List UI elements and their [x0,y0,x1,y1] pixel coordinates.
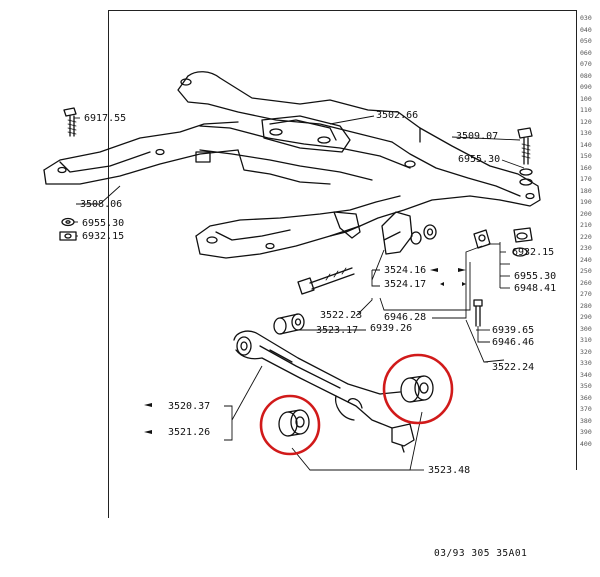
part-label-6955-30-a: 6955.30 [458,154,501,165]
bracket-center-drawing [381,211,437,255]
washers-left-drawing [59,217,77,241]
part-label-6946-46: 6946.46 [492,337,535,348]
bushing-small-drawing [273,313,305,335]
highlight-circle-right [382,353,454,425]
footer-reference: 03/93 305 35A01 [434,548,528,559]
ruler-number: 310 [580,336,592,344]
ruler-number: 400 [580,439,592,448]
part-label-3522-24: 3522.24 [492,362,535,373]
ruler-number: 220 [580,232,592,241]
part-label-6955-30-c: 6955.30 [514,271,557,282]
ruler-number: 330 [580,359,592,367]
arrow-markers [144,268,466,434]
part-label-3522-23: 3522.23 [320,310,363,321]
ruler-number: 390 [580,428,592,436]
ruler-number: 150 [580,152,592,160]
ruler-number: 360 [580,393,592,402]
part-label-3509-07: 3509.07 [456,131,499,142]
highlight-circle-left [259,394,321,456]
part-label-6917-55: 6917.55 [84,113,127,124]
ruler-number: 340 [580,370,592,379]
part-label-3502-66: 3502.66 [376,110,419,121]
ruler-number: 160 [580,163,592,172]
small-bolt-drawing [473,299,483,327]
ruler-number: 240 [580,255,592,264]
ruler-number: 080 [580,71,592,80]
ruler-number: 230 [580,244,592,252]
ruler-number: 350 [580,382,592,390]
part-label-6932-15-b: 6932.15 [512,247,555,258]
part-label-3508-06: 3508.06 [80,199,123,210]
highlight-circles [259,353,454,456]
part-label-6946-28: 6946.28 [384,312,427,323]
ruler-number: 110 [580,106,592,114]
ruler-number: 100 [580,94,592,103]
part-label-6932-15-a: 6932.15 [82,231,125,242]
ruler-number: 040 [580,25,592,34]
ruler-number: 210 [580,221,592,229]
ruler-number: 130 [580,129,592,137]
part-label-6939-65: 6939.65 [492,325,535,336]
leader-lines [74,115,525,471]
ruler-number: 270 [580,290,592,298]
part-label-3524-16: 3524.16 [384,265,427,276]
ruler-number: 260 [580,278,592,287]
ruler-number: 050 [580,37,592,45]
ruler-number: 180 [580,186,592,195]
ruler-number: 140 [580,140,592,149]
ruler-number: 280 [580,301,592,310]
ruler-number: 300 [580,324,592,333]
bolt-right-drawing [517,127,533,186]
ruler-number: 120 [580,117,592,126]
ruler-number: 250 [580,267,592,275]
ruler-number: 380 [580,416,592,425]
part-label-6939-26: 6939.26 [370,323,413,334]
ruler-number: 320 [580,347,592,356]
frame-top-border [108,10,576,11]
bolt-left-drawing [63,107,77,137]
part-label-3521-26: 3521.26 [168,427,211,438]
long-bolt-drawing [297,267,355,295]
part-label-3520-37: 3520.37 [168,401,211,412]
part-label-6948-41: 6948.41 [514,283,557,294]
ruler-number: 070 [580,60,592,68]
ruler-number: 290 [580,313,592,321]
frame-right-border [576,10,577,470]
control-arm-drawing [233,330,415,453]
ruler-number: 090 [580,83,592,91]
ruler-number: 170 [580,175,592,183]
ruler-number: 370 [580,405,592,413]
ruler-number: 190 [580,198,592,206]
part-label-6955-30-b: 6955.30 [82,218,125,229]
part-label-3523-48: 3523.48 [428,465,471,476]
subframe-drawing [43,71,541,259]
bushing-left-drawing [278,409,310,437]
ruler-number: 060 [580,48,592,57]
ruler-number: 200 [580,209,592,218]
part-label-3524-17: 3524.17 [384,279,427,290]
part-label-3523-17: 3523.17 [316,325,359,336]
bushing-right-drawing [400,375,434,403]
frame-left-border [108,10,109,518]
ruler-number: 030 [580,14,592,22]
